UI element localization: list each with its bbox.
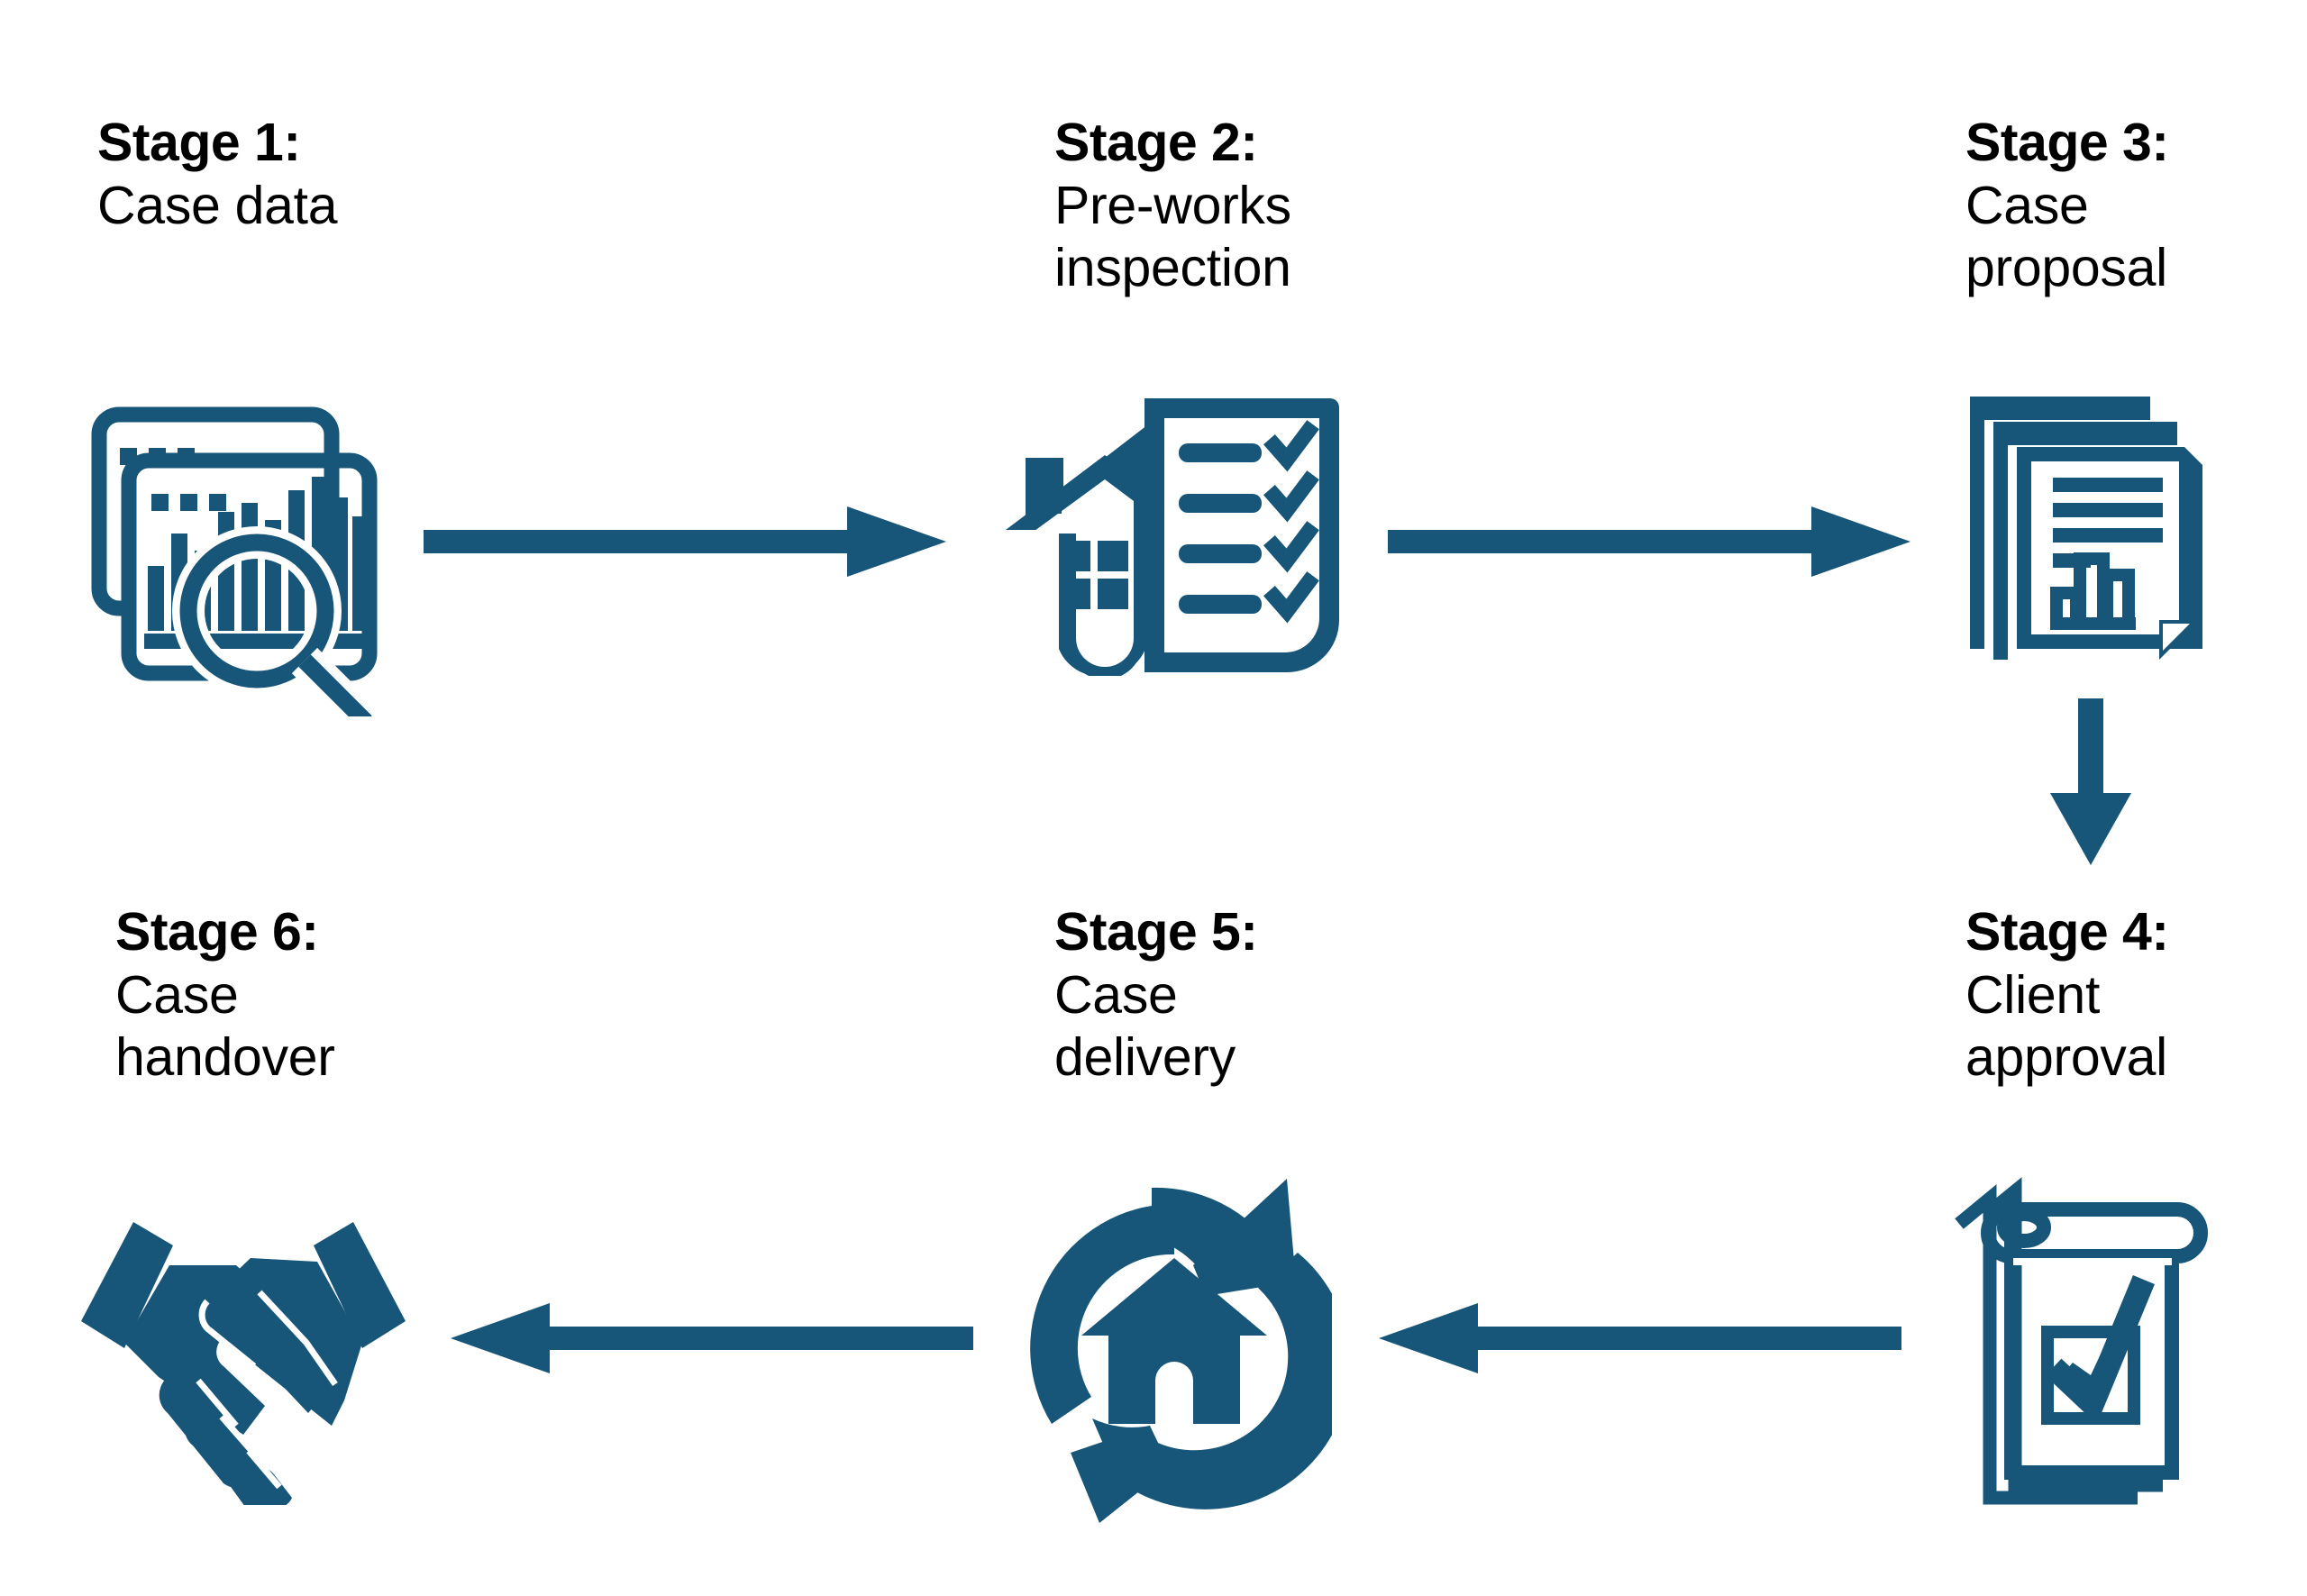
arrow-3-to-4 bbox=[2041, 698, 2140, 865]
signed-document-checkbox-icon bbox=[1947, 1172, 2217, 1523]
arrow-2-to-3 bbox=[1388, 501, 1910, 582]
stage-6-title: Stage 6: bbox=[115, 902, 319, 962]
stage-5-description: Case delivery bbox=[1054, 964, 1236, 1088]
handshake-icon bbox=[72, 1190, 415, 1505]
arrow-4-to-5 bbox=[1379, 1298, 1901, 1379]
stage-6-description: Case handover bbox=[115, 964, 335, 1088]
arrow-1-to-2 bbox=[424, 501, 946, 582]
stage-4-label: Stage 4: Client approval bbox=[1965, 901, 2169, 1090]
stage-6-label: Stage 6: Case handover bbox=[115, 901, 335, 1090]
stage-2-description: Pre-works inspection bbox=[1054, 175, 1291, 298]
house-checklist-clipboard-icon bbox=[998, 378, 1350, 676]
data-analysis-windows-magnifier-icon bbox=[79, 374, 435, 716]
stacked-documents-report-icon bbox=[1963, 378, 2233, 667]
stage-3-label: Stage 3: Case proposal bbox=[1965, 112, 2169, 300]
stage-2-title: Stage 2: bbox=[1054, 113, 1258, 172]
stage-1-title: Stage 1: bbox=[97, 113, 301, 172]
stage-4-title: Stage 4: bbox=[1965, 902, 2169, 962]
stage-5-label: Stage 5: Case delivery bbox=[1054, 901, 1258, 1090]
stage-2-label: Stage 2: Pre-works inspection bbox=[1054, 112, 1291, 300]
arrow-5-to-6 bbox=[451, 1298, 973, 1379]
stage-1-label: Stage 1: Case data bbox=[97, 112, 338, 237]
house-refresh-cycle-icon bbox=[1017, 1172, 1332, 1523]
stage-1-description: Case data bbox=[97, 175, 338, 235]
stage-4-description: Client approval bbox=[1965, 964, 2167, 1088]
stage-5-title: Stage 5: bbox=[1054, 902, 1258, 962]
stage-3-title: Stage 3: bbox=[1965, 113, 2169, 172]
stage-3-description: Case proposal bbox=[1965, 175, 2167, 298]
